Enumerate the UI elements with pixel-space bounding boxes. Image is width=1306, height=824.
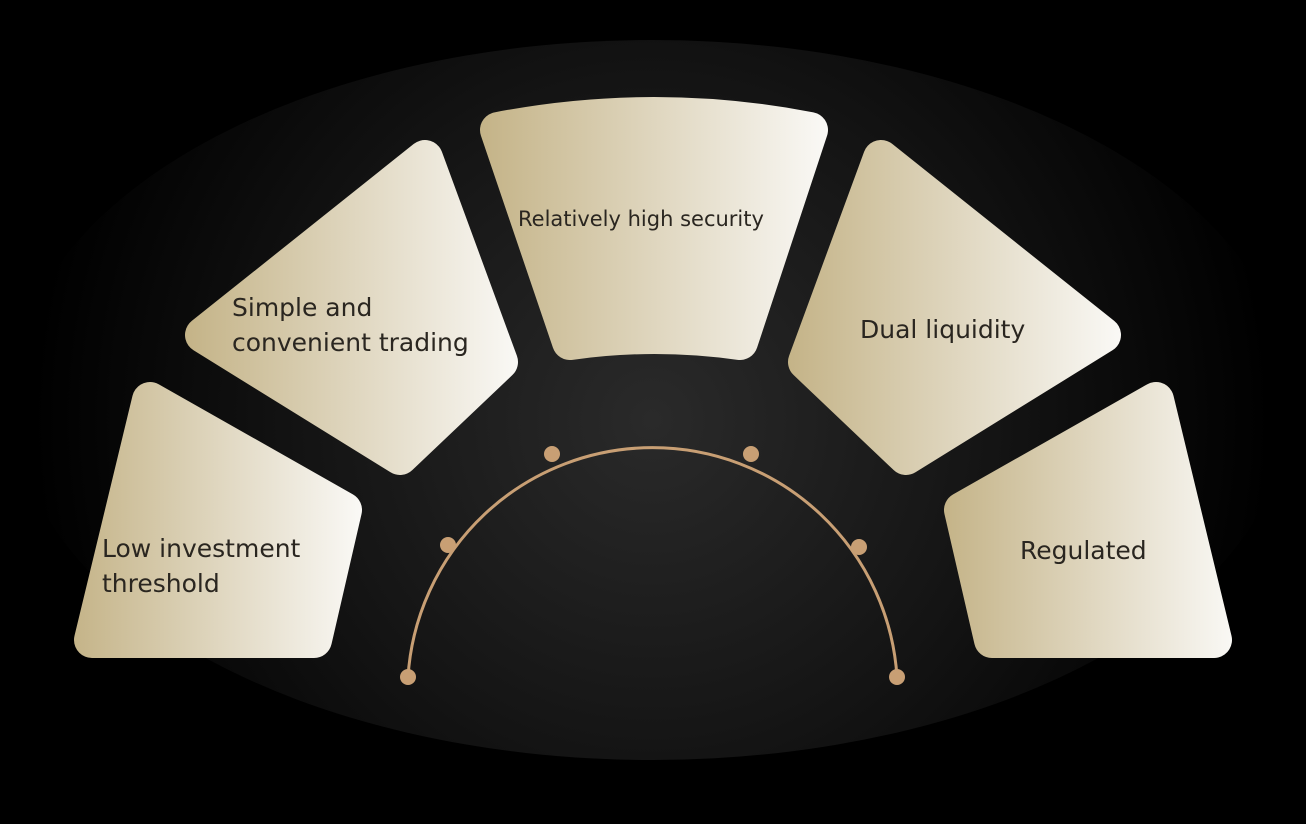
feature-label-regulated: Regulated (1020, 536, 1147, 565)
feature-label-high-security: Relatively high security (518, 207, 764, 231)
tile-dual-liquidity (788, 140, 1121, 475)
arc-dot (400, 669, 416, 685)
tile-high-security (480, 97, 828, 360)
tile-low-investment (74, 382, 362, 658)
tile-regulated (944, 382, 1232, 658)
arc-dot (743, 446, 759, 462)
arc-dot (889, 669, 905, 685)
arc-dot (544, 446, 560, 462)
tile-simple-trading (185, 140, 518, 475)
arc-dot (851, 539, 867, 555)
feature-label-low-investment: Low investment threshold (102, 534, 301, 598)
timeline-arc (406, 446, 899, 678)
feature-label-dual-liquidity: Dual liquidity (860, 315, 1026, 344)
feature-label-simple-trading: Simple and convenient trading (232, 293, 469, 357)
arc-dot (440, 537, 456, 553)
